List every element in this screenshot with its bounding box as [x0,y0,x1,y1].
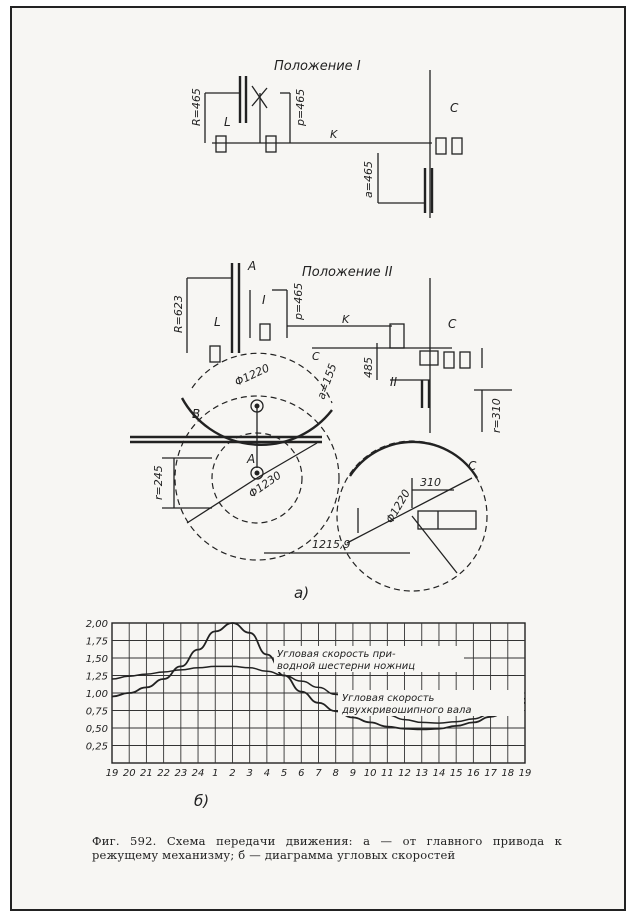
series-line-2 [111,665,526,724]
label-K-1: K [330,128,338,141]
x-tick-label: 17 [484,768,497,779]
x-tick-label: 7 [315,768,322,779]
series-2-label-line1: Угловая скорость [342,693,435,704]
x-tick-label: 2 [229,768,235,779]
x-tick-label: 3 [246,768,252,779]
y-tick-label: 1,00 [86,689,108,700]
x-tick-label: 13 [415,768,428,779]
x-tick-label: 21 [140,768,153,779]
figure-caption: Фиг. 592. Схема передачи движения: а — о… [92,834,562,862]
x-tick-label: 19 [519,768,532,779]
label-R-623: R=623 [172,295,185,333]
label-r-310: r=310 [490,398,503,433]
label-C-2-small: C [312,350,320,363]
label-L-1: L [224,115,231,129]
rolls-diagram: Φ1220 B A Φ1230 r=245 310 Φ1220 C 1215,9 [130,352,488,602]
label-A-2: A [247,259,256,273]
label-310-roll: 310 [420,476,441,489]
y-tick-label: 0,25 [86,742,108,753]
y-tick-label: 2,00 [86,619,108,630]
label-II: II [390,375,398,389]
x-tick-label: 18 [501,768,514,779]
x-tick-label: 10 [364,768,377,779]
figure-drawing: Положение I R=465 p=465 L K C a=465 Поло… [86,59,532,810]
label-C-roll: C [468,459,477,473]
legend-bg-1 [274,646,464,672]
label-r-245: r=245 [152,465,165,500]
x-tick-label: 23 [174,768,187,779]
series-1-label-line1: Угловая скорость при- [277,649,396,660]
x-tick-label: 16 [467,768,480,779]
sublabel-a: а) [294,584,309,602]
y-tick-label: 1,50 [86,654,108,665]
label-p-465-2: p=465 [292,283,305,321]
sublabel-b: б) [194,792,209,810]
x-tick-label: 1 [212,768,218,779]
schematic-position-2: Положение II A R=623 L I p=465 K C C 485… [172,259,512,433]
series-2-label-line2: двухкривошипного вала [341,705,471,716]
position-1-title: Положение I [274,59,361,74]
x-tick-label: 12 [398,768,411,779]
label-d1220-top: Φ1220 [233,361,272,388]
label-d1220-right: Φ1220 [383,487,413,525]
label-a-465: a=465 [362,161,375,198]
label-R-465: R=465 [190,88,203,126]
label-K-2: K [342,313,350,326]
x-tick-label: 4 [264,768,270,779]
y-tick-label: 0,50 [86,724,108,735]
x-tick-label: 8 [333,768,339,779]
schematic-position-1: Положение I R=465 p=465 L K C a=465 [190,59,463,218]
label-L-2: L [214,315,221,329]
label-p-465: p=465 [294,89,307,127]
label-C-1: C [450,101,459,115]
label-C-2: C [448,317,457,331]
y-axis-ticks: 0,25 0,50 0,75 1,00 1,25 1,50 1,75 2,00 [86,619,108,753]
x-tick-label: 19 [106,768,119,779]
chart-series [111,622,526,731]
label-B: B [192,407,200,421]
x-tick-label: 20 [123,768,136,779]
y-tick-label: 1,25 [86,672,108,683]
x-tick-label: 5 [281,768,287,779]
x-tick-label: 24 [192,768,205,779]
series-line-1 [111,622,526,731]
x-tick-label: 9 [350,768,356,779]
label-A-roll: A [246,452,255,466]
x-tick-label: 15 [450,768,463,779]
x-tick-label: 22 [157,768,170,779]
series-1-label-line2: водной шестерни ножниц [277,661,415,672]
legend-bg-2 [338,690,524,716]
document-page: Положение I R=465 p=465 L K C a=465 Поло… [10,6,626,911]
x-tick-label: 14 [433,768,446,779]
position-2-title: Положение II [302,265,393,280]
y-tick-label: 1,75 [86,637,108,648]
x-tick-label: 6 [298,768,304,779]
x-tick-label: 11 [381,768,394,779]
label-a-155: a=155 [315,362,340,401]
y-tick-label: 0,75 [86,707,108,718]
label-485: 485 [362,357,375,378]
label-I: I [262,293,266,307]
label-1215-9: 1215,9 [312,538,351,551]
